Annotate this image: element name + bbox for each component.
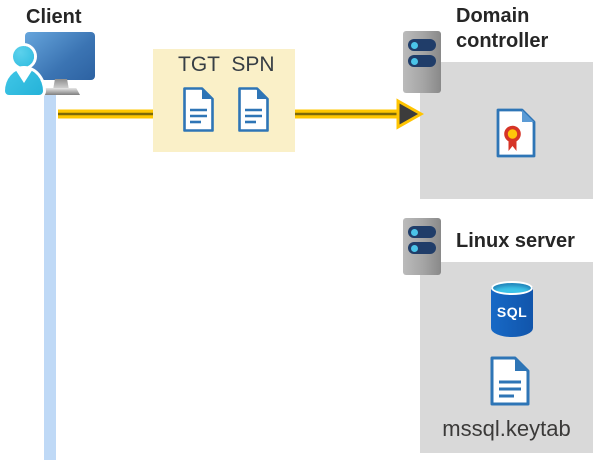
server-bay: [408, 39, 436, 51]
linux-server-label: Linux server: [456, 230, 575, 252]
spn-document-icon: [238, 87, 269, 132]
keytab-document-icon: [490, 356, 530, 406]
server-led: [411, 228, 418, 236]
domain-controller-label: Domain controller: [456, 5, 549, 52]
monitor-stand-neck: [53, 79, 69, 90]
sql-cylinder-top: [491, 281, 533, 295]
client-node-label: Client: [26, 6, 82, 28]
server-bay: [408, 242, 436, 254]
server-led: [411, 244, 418, 252]
keytab-filename-label: mssql.keytab: [442, 416, 571, 441]
server-led: [411, 41, 418, 49]
sql-database-icon: SQL: [491, 281, 533, 337]
tgt-document-icon: [183, 87, 214, 132]
sql-badge-text: SQL: [496, 304, 528, 320]
certificate-icon: [496, 108, 536, 158]
ticket-highlight-box: [153, 49, 295, 152]
sql-cylinder-body: [491, 287, 533, 337]
linux-server-icon: [403, 218, 441, 275]
client-lifeline: [44, 90, 56, 460]
server-led: [411, 57, 418, 65]
server-bay: [408, 226, 436, 238]
user-head-icon: [13, 46, 34, 67]
tgt-label: TGT: [178, 53, 220, 76]
user-collar: [15, 69, 33, 83]
domain-controller-server-icon: [403, 31, 441, 93]
server-bay: [408, 55, 436, 67]
monitor-stand-base: [42, 88, 80, 95]
monitor-icon: [25, 32, 95, 80]
spn-label: SPN: [231, 53, 275, 76]
